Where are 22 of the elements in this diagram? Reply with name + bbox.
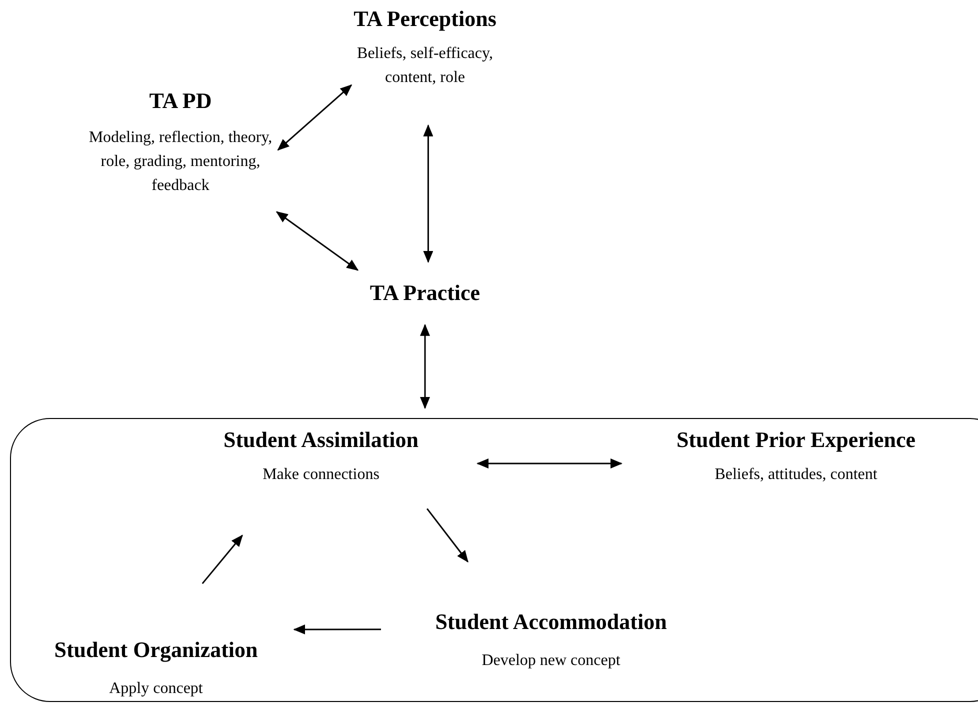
node-description: Modeling, reflection, theory, role, grading, mentoring, feedback (88, 128, 273, 196)
arrow (423, 124, 434, 263)
node-title: Student Accommodation (434, 609, 668, 635)
arrow (277, 84, 352, 151)
arrow (426, 508, 468, 563)
node-description: Apply concept (108, 679, 204, 699)
node-description: Develop new concept (480, 651, 622, 671)
arrow (476, 458, 622, 468)
node-title: TA Perceptions (352, 6, 498, 32)
node-title: TA Practice (368, 280, 482, 306)
arrow (420, 324, 430, 410)
node-description: Beliefs, attitudes, content (714, 465, 878, 485)
node-description: Beliefs, self-efficacy, content, role (356, 44, 494, 88)
arrow (202, 534, 243, 584)
arrow (276, 211, 359, 271)
node-description: Make connections (262, 465, 380, 485)
node-title: Student Prior Experience (675, 427, 917, 453)
rounded-frame (10, 418, 978, 702)
node-title: TA PD (148, 88, 213, 114)
node-title: Student Organization (53, 637, 259, 663)
arrow (293, 624, 381, 634)
node-title: Student Assimilation (222, 427, 420, 453)
